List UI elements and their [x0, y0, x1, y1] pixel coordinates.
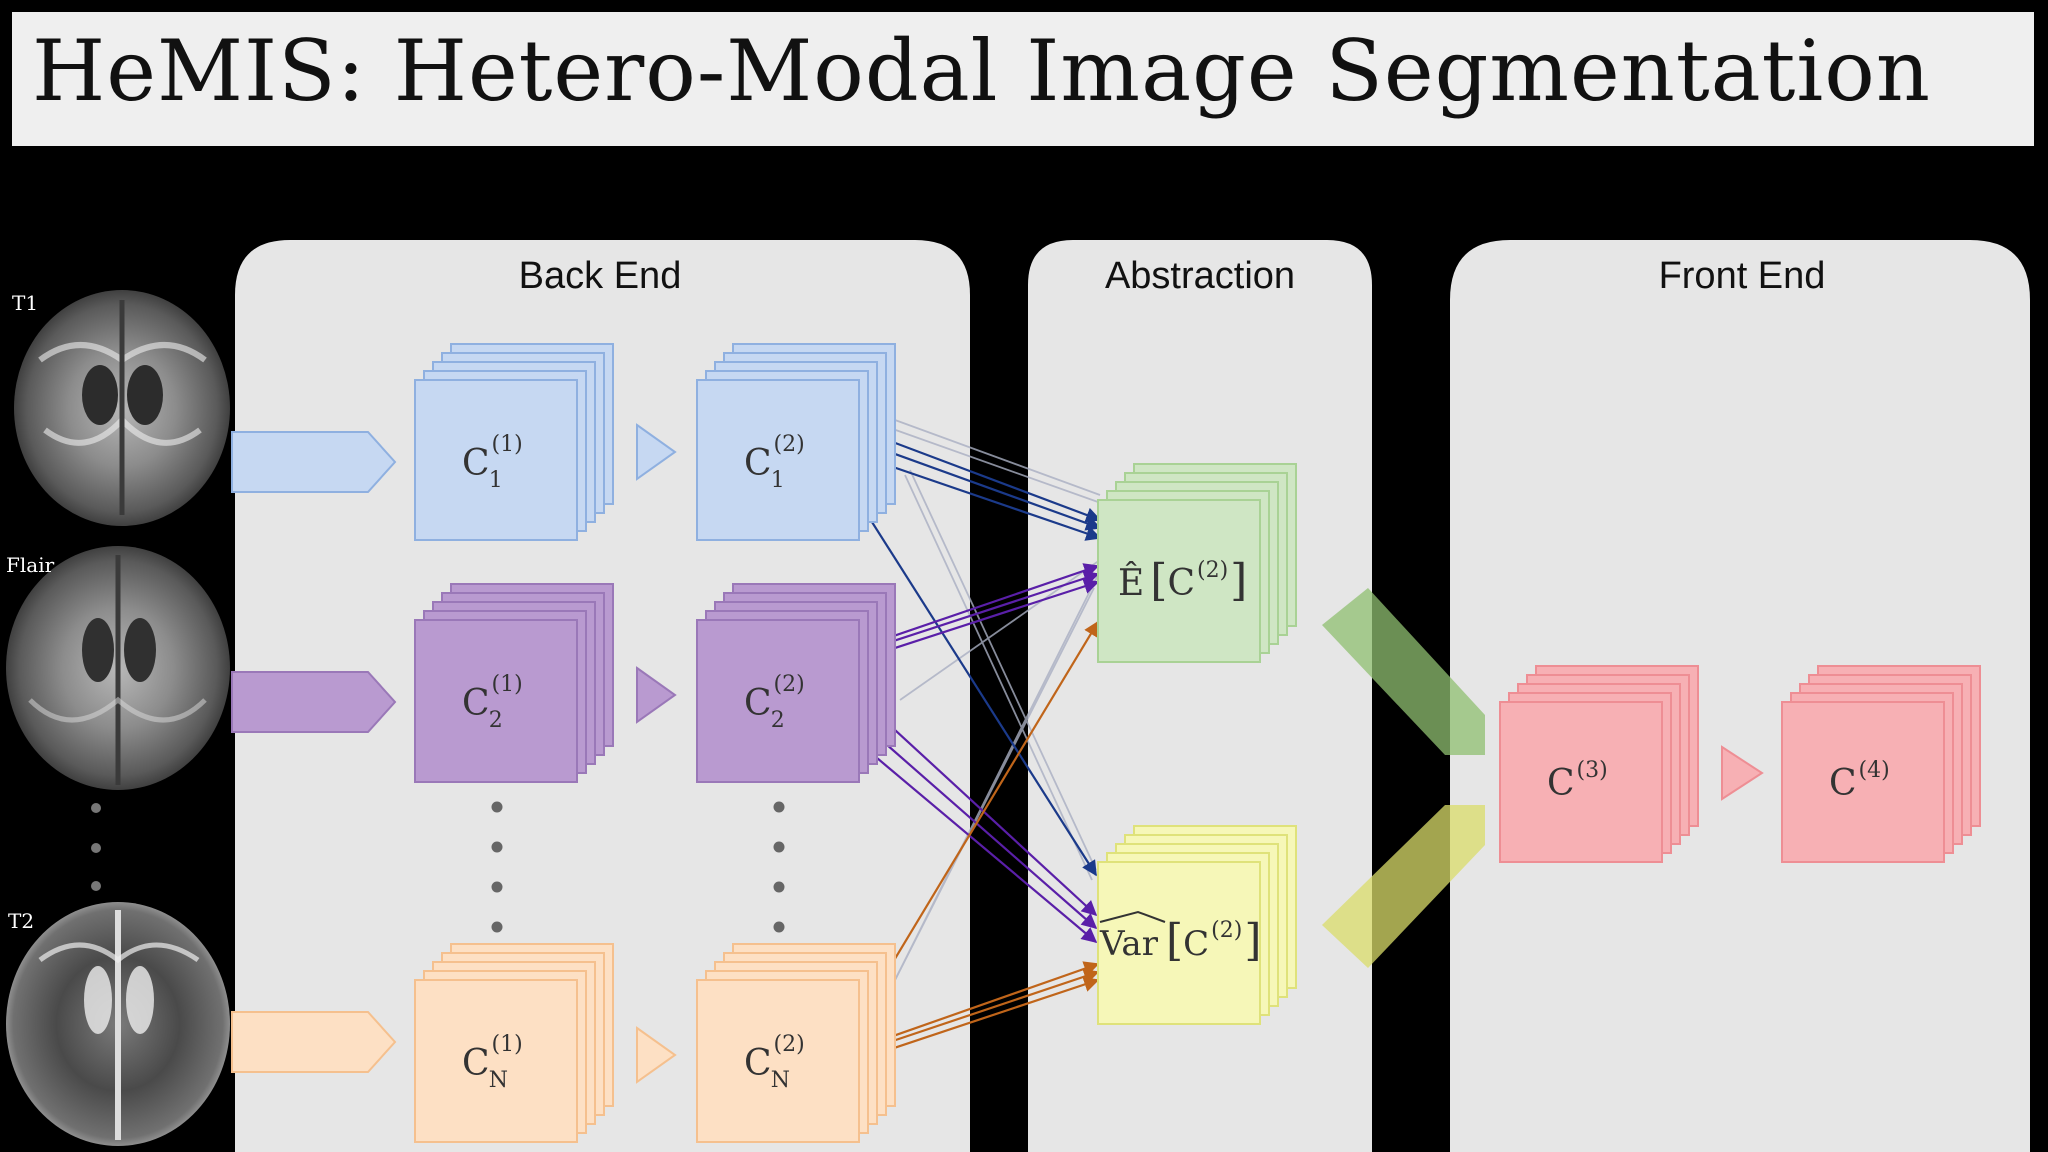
layer-ellipsis	[491, 801, 785, 933]
conv-stack-cn-2	[696, 943, 896, 1143]
variance-stack	[1097, 825, 1297, 1025]
flair-connections	[857, 563, 1100, 943]
label-var: Var[C(2)]	[1099, 915, 1262, 966]
stack-layer	[1097, 861, 1261, 1025]
layer-arrow-n	[636, 1026, 677, 1084]
stack-layer	[414, 379, 578, 541]
conv-stack-c4	[1781, 665, 1981, 863]
var-hat	[1099, 910, 1166, 923]
layer-arrow-front	[1721, 745, 1764, 801]
abstraction-label: Abstraction	[1105, 255, 1295, 297]
var-to-front-arrow	[1322, 805, 1485, 968]
t2-scan: T2	[6, 902, 230, 1146]
t1-scan: T1	[12, 290, 230, 526]
t2-connections	[857, 620, 1100, 1062]
front-end-panel: Front End	[1450, 240, 2030, 1152]
stack-layer	[414, 619, 578, 783]
flair-scan: Flair	[6, 546, 230, 790]
t1-connections	[857, 436, 1102, 877]
t1-label: T1	[12, 291, 38, 315]
stack-layer	[414, 979, 578, 1143]
stack-layer	[696, 979, 860, 1143]
label-cn-2: C(2)N	[744, 1032, 805, 1093]
stack-layer	[696, 379, 860, 541]
label-mean: Ê[C(2)]	[1118, 555, 1247, 606]
label-c3: C(3)	[1547, 758, 1608, 804]
conv-stack-c2-1	[414, 583, 614, 783]
stack-layer	[696, 619, 860, 783]
mean-to-front-arrow	[1322, 588, 1485, 755]
mean-stack	[1097, 463, 1297, 663]
t2-input-arrow	[231, 1011, 397, 1073]
back-end-label: Back End	[519, 255, 682, 297]
label-c4: C(4)	[1829, 758, 1890, 804]
label-c2-2: C(2)2	[744, 672, 805, 733]
stack-layer	[1499, 701, 1663, 863]
conv-stack-cn-1	[414, 943, 614, 1143]
label-cn-1: C(1)N	[462, 1032, 523, 1093]
conv-stack-c1-1	[414, 343, 614, 541]
conv-stack-c3	[1499, 665, 1699, 863]
layer-arrow-1	[636, 423, 677, 481]
label-c1-2: C(2)1	[744, 432, 805, 493]
faint-connections	[889, 419, 1101, 991]
stack-layer	[1097, 499, 1261, 663]
label-c2-1: C(1)2	[462, 672, 523, 733]
flair-label: Flair	[6, 553, 55, 577]
layer-arrow-2	[636, 666, 677, 724]
conv-stack-c1-2	[696, 343, 896, 541]
conv-stack-c2-2	[696, 583, 896, 783]
flair-input-arrow	[231, 671, 397, 733]
stack-layer	[1781, 701, 1945, 863]
front-end-label: Front End	[1659, 255, 1826, 297]
label-c1-1: C(1)1	[462, 432, 523, 493]
t1-input-arrow	[231, 431, 397, 493]
modality-ellipsis	[91, 803, 101, 891]
title-bar: HeMIS: Hetero-Modal Image Segmentation	[12, 12, 2034, 146]
slide-title: HeMIS: Hetero-Modal Image Segmentation	[32, 22, 1931, 120]
t2-label: T2	[8, 909, 34, 933]
